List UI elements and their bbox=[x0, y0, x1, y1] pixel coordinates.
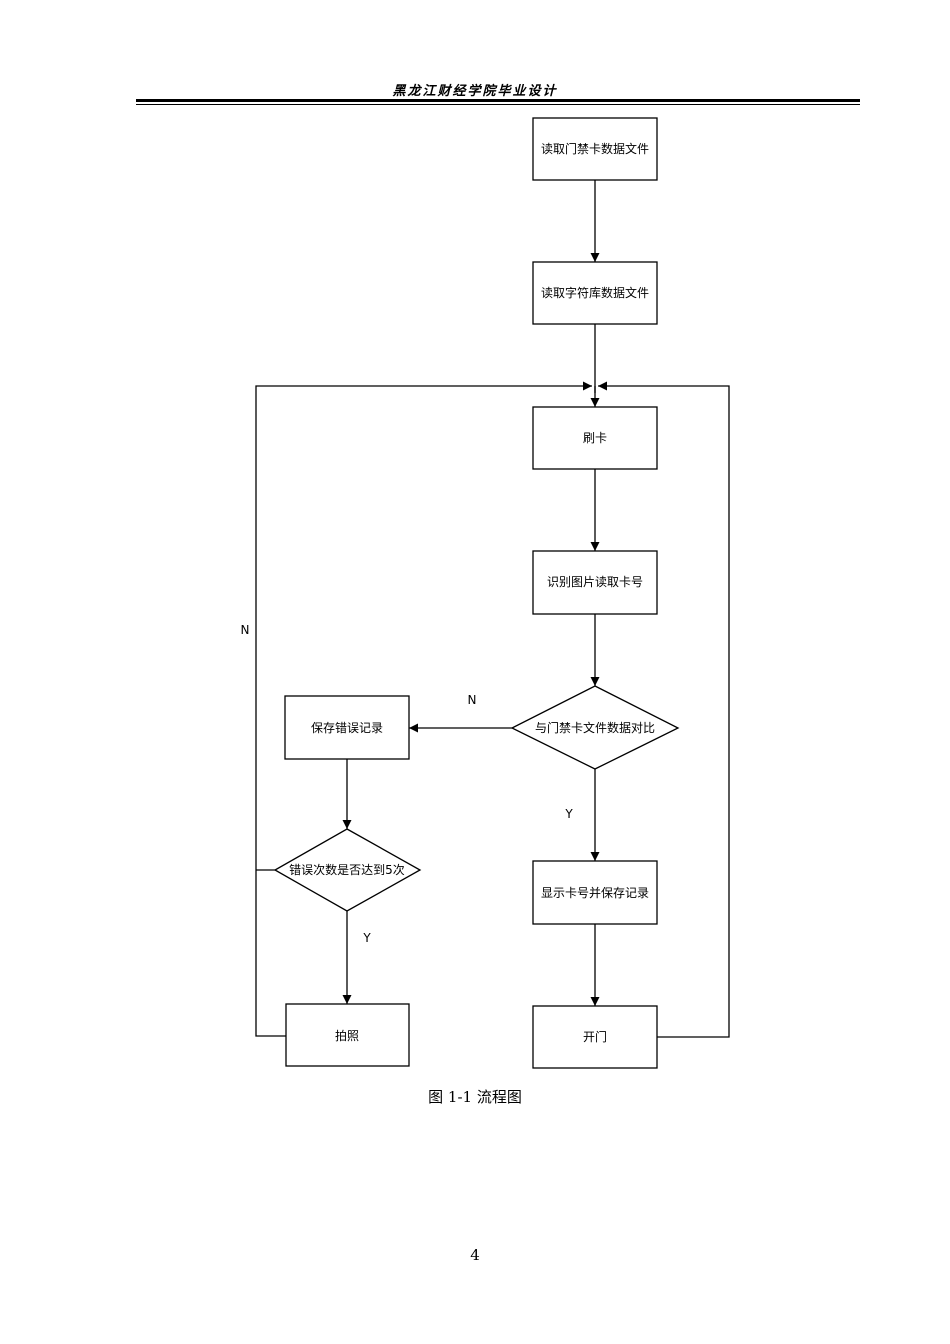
edge-loop-left bbox=[255, 381, 592, 1037]
node-error-check-label: 错误次数是否达到5次 bbox=[289, 862, 405, 877]
node-recognize-label: 识别图片读取卡号 bbox=[547, 575, 643, 589]
node-swipe-label: 刷卡 bbox=[583, 431, 607, 445]
node-photo: 拍照 bbox=[285, 1003, 410, 1067]
label-error-y: Y bbox=[362, 931, 371, 945]
node-compare-label: 与门禁卡文件数据对比 bbox=[535, 720, 655, 735]
node-error-check: 错误次数是否达到5次 bbox=[273, 828, 422, 912]
page-number: 4 bbox=[470, 1246, 480, 1264]
node-show-save-label: 显示卡号并保存记录 bbox=[541, 886, 649, 900]
node-show-save: 显示卡号并保存记录 bbox=[532, 860, 658, 925]
header-rule-thin bbox=[136, 104, 860, 105]
node-open-door: 开门 bbox=[532, 1005, 658, 1069]
figure-caption: 图 1-1 流程图 bbox=[428, 1088, 522, 1106]
node-save-error-label: 保存错误记录 bbox=[311, 721, 383, 735]
node-open-door-label: 开门 bbox=[583, 1029, 607, 1044]
edge-loop-right bbox=[598, 381, 730, 1038]
label-compare-n: N bbox=[468, 693, 477, 707]
label-loop-n: N bbox=[241, 623, 250, 637]
node-compare: 与门禁卡文件数据对比 bbox=[510, 685, 680, 770]
node-swipe: 刷卡 bbox=[532, 406, 658, 470]
node-recognize: 识别图片读取卡号 bbox=[532, 550, 658, 615]
header-rule-thick bbox=[136, 99, 860, 102]
node-read-char-lib: 读取字符库数据文件 bbox=[532, 261, 658, 325]
page-header-title: 黑龙江财经学院毕业设计 bbox=[392, 84, 558, 99]
node-read-card-file-label: 读取门禁卡数据文件 bbox=[541, 141, 649, 156]
node-photo-label: 拍照 bbox=[335, 1028, 359, 1043]
node-save-error: 保存错误记录 bbox=[284, 695, 410, 760]
node-read-card-file: 读取门禁卡数据文件 bbox=[532, 117, 658, 181]
node-read-char-lib-label: 读取字符库数据文件 bbox=[541, 285, 649, 300]
label-compare-y: Y bbox=[564, 807, 573, 821]
